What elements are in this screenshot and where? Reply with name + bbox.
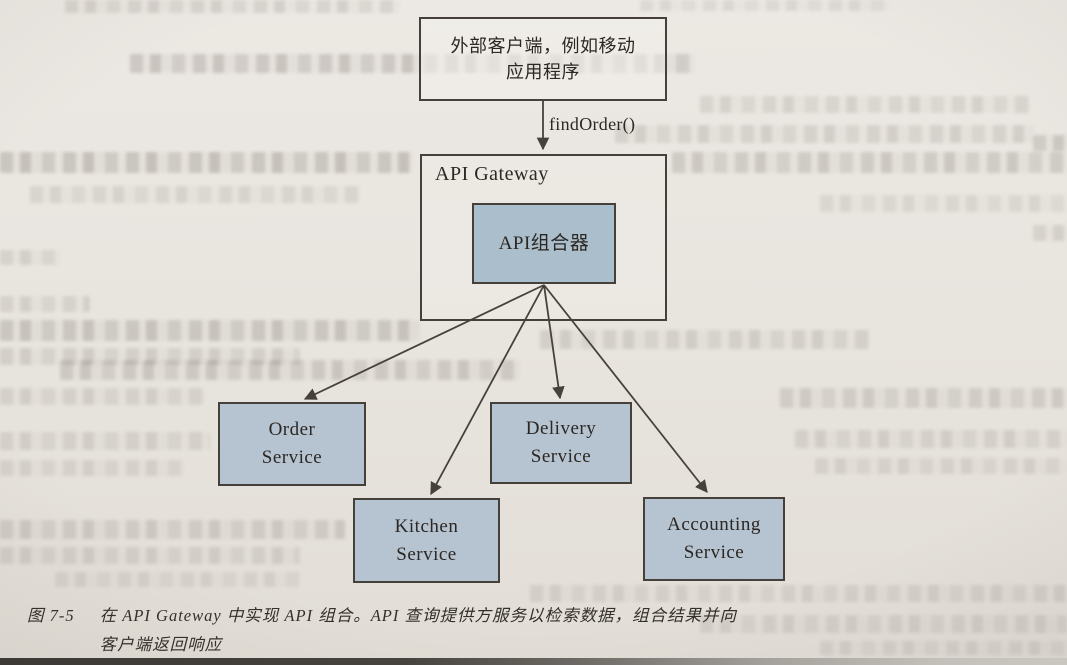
- bleedthrough-artifact: [0, 432, 210, 450]
- bleedthrough-artifact: [820, 641, 1067, 655]
- bleedthrough-artifact: [795, 430, 1067, 448]
- service-node-delivery: Delivery Service: [490, 402, 632, 484]
- bleedthrough-artifact: [0, 152, 412, 173]
- external-client-label: 外部客户端，例如移动 应用程序: [450, 35, 636, 82]
- figure-caption: 图 7-5 在 API Gateway 中实现 API 组合。API 查询提供方…: [27, 602, 1041, 660]
- bleedthrough-artifact: [820, 195, 1067, 212]
- bleedthrough-artifact: [0, 388, 205, 405]
- service-node-order: Order Service: [218, 402, 366, 486]
- bleedthrough-artifact: [672, 152, 1067, 173]
- service-node-accounting: Accounting Service: [643, 497, 785, 581]
- api-composer-label: API组合器: [498, 232, 590, 254]
- page-bottom-edge: [0, 658, 1067, 665]
- bleedthrough-artifact: [700, 96, 1030, 113]
- bleedthrough-artifact: [0, 547, 300, 564]
- caption-text: 在 API Gateway 中实现 API 组合。API 查询提供方服务以检索数…: [99, 606, 737, 654]
- bleedthrough-artifact: [780, 388, 1067, 408]
- bleedthrough-artifact: [530, 585, 1067, 602]
- api-composer-node: API组合器: [472, 203, 616, 284]
- bleedthrough-artifact: [540, 330, 870, 349]
- order-service-label: Order Service: [261, 419, 323, 468]
- figure-number: 图 7-5: [27, 606, 75, 625]
- bleedthrough-artifact: [0, 250, 60, 265]
- bleedthrough-artifact: [0, 296, 90, 312]
- bleedthrough-artifact: [615, 125, 1035, 143]
- service-node-kitchen: Kitchen Service: [353, 498, 500, 583]
- bleedthrough-artifact: [1033, 135, 1067, 151]
- bleedthrough-artifact: [1033, 225, 1067, 241]
- accounting-service-label: Accounting Service: [667, 514, 761, 563]
- bleedthrough-artifact: [0, 320, 420, 341]
- bleedthrough-artifact: [60, 360, 520, 380]
- external-client-node: 外部客户端，例如移动 应用程序: [419, 17, 667, 101]
- delivery-service-label: Delivery Service: [525, 418, 597, 467]
- api-gateway-label: API Gateway: [435, 163, 549, 185]
- bleedthrough-artifact: [55, 572, 300, 587]
- bleedthrough-artifact: [640, 0, 890, 11]
- bleedthrough-artifact: [815, 458, 1067, 474]
- bleedthrough-artifact: [700, 615, 1067, 633]
- bleedthrough-artifact: [30, 186, 360, 203]
- bleedthrough-artifact: [0, 460, 185, 476]
- method-call-label: findOrder(): [549, 114, 636, 134]
- bleedthrough-artifact: [65, 0, 400, 13]
- bleedthrough-artifact: [0, 520, 345, 539]
- bleedthrough-artifact: [0, 348, 300, 365]
- kitchen-service-label: Kitchen Service: [394, 515, 459, 565]
